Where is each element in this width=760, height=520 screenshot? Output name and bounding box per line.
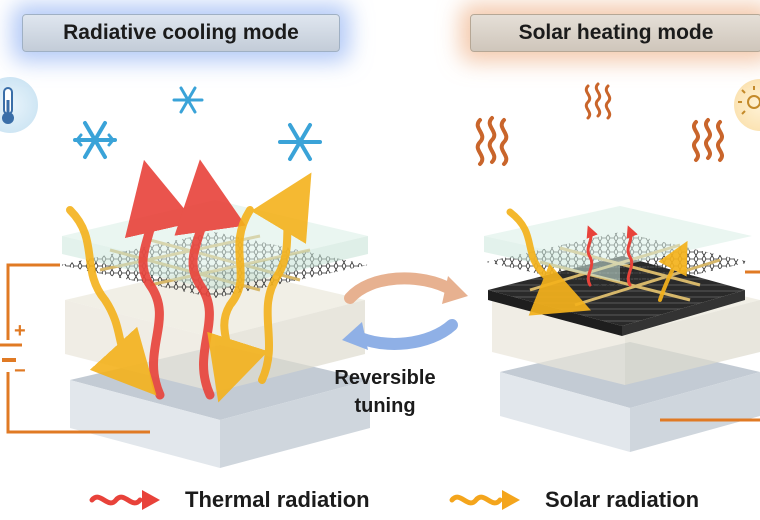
battery-plus: + [14, 320, 26, 342]
solar-radiation-arrows [66, 172, 312, 403]
battery-icon [0, 263, 150, 434]
heat-wave-icon [692, 118, 724, 162]
reversible-label: Reversible [334, 367, 436, 389]
reversible-arrows [342, 272, 468, 350]
heat-wave-icon [584, 82, 612, 120]
legend-solar-swatch [449, 490, 520, 510]
cooling-mode-title: Radiative cooling mode [22, 14, 340, 52]
legend-thermal-label: Thermal radiation [185, 487, 370, 512]
battery-minus: − [14, 360, 26, 382]
solar-radiation-arrows [506, 208, 688, 316]
heating-mode-title: Solar heating mode [470, 14, 760, 52]
legend-solar-label: Solar radiation [545, 487, 700, 512]
snowflake-icon [73, 121, 117, 159]
snowflake-icon [278, 123, 322, 161]
sun-icon [734, 79, 760, 131]
device-stack-cooling [60, 200, 370, 468]
legend-thermal-swatch [89, 490, 160, 510]
snowflake-icon [172, 86, 204, 114]
tuning-label: tuning [354, 395, 416, 417]
thermometer-icon [0, 77, 38, 133]
heat-wave-icon [475, 116, 509, 166]
device-stack-heating [484, 206, 760, 452]
circuit-wire [660, 270, 760, 422]
